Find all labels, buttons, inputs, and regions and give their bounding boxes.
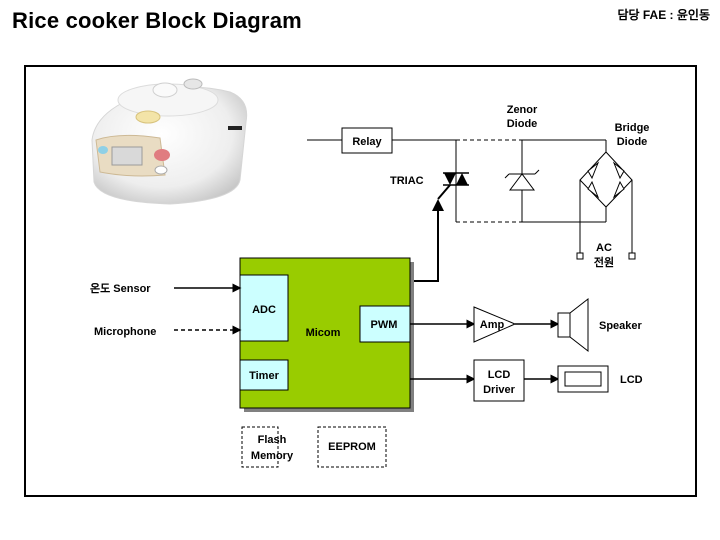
flash-memory-label-2: Memory	[251, 450, 294, 462]
triac-label: TRIAC	[390, 175, 424, 187]
amp-label: Amp	[480, 319, 505, 331]
ac-power-label-2: 전원	[594, 255, 614, 269]
flash-memory-block	[241, 426, 279, 468]
page-title: Rice cooker Block Diagram	[12, 8, 302, 33]
timer-block	[239, 359, 289, 391]
lcd-driver-block	[473, 359, 525, 402]
eeprom-block	[317, 426, 387, 468]
bridge-diode-label-1: Bridge	[615, 122, 650, 134]
triac-symbol	[437, 140, 469, 222]
temp-sensor-label: 온도 Sensor	[90, 282, 151, 295]
lcd-label: LCD	[620, 374, 643, 386]
speaker-label: Speaker	[599, 320, 643, 332]
micom-label: Micom	[306, 327, 341, 339]
amp-symbol	[473, 306, 517, 343]
rice-cooker-photo	[91, 78, 248, 205]
fae-contact: 담당 FAE : 윤인동	[617, 8, 710, 22]
gate-drive-line	[410, 199, 444, 282]
bridge-diode-symbol	[576, 151, 636, 260]
zenor-diode-label-2: Diode	[507, 118, 538, 130]
microphone-label: Microphone	[94, 326, 156, 338]
pwm-label: PWM	[371, 319, 398, 331]
adc-block	[239, 274, 289, 342]
speaker-icon	[557, 297, 589, 353]
bridge-diode-label-2: Diode	[617, 136, 648, 148]
adc-label: ADC	[252, 304, 276, 316]
zener-diode-symbol	[504, 140, 540, 222]
ac-power-label-1: AC	[596, 242, 612, 254]
eeprom-label: EEPROM	[328, 441, 376, 453]
pwm-block	[359, 305, 411, 343]
flash-memory-label-1: Flash	[258, 434, 287, 446]
lcd-icon	[557, 365, 609, 393]
relay-label: Relay	[352, 136, 382, 148]
timer-label: Timer	[249, 370, 279, 382]
lcd-driver-label-2: Driver	[483, 384, 516, 396]
zenor-diode-label-1: Zenor	[507, 104, 538, 116]
lcd-driver-label-1: LCD	[488, 369, 511, 381]
diagram-frame	[24, 65, 697, 497]
